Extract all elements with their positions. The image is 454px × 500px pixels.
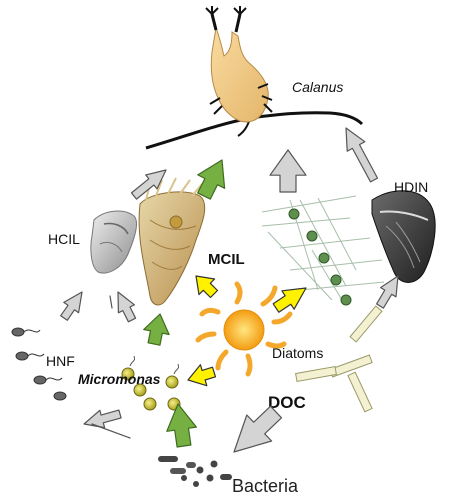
hcil-label: HCIL (48, 231, 80, 247)
arrow-micromonas-to-hcil (117, 291, 137, 323)
arrow-bacteria-to-hnf (91, 423, 131, 439)
calanus-copepod-icon (145, 6, 364, 150)
arrow-sun-to-mcil (195, 275, 219, 299)
bacteria-cells-icon (158, 456, 232, 487)
micromonas-cells-icon (121, 355, 181, 411)
diatoms-label: Diatoms (272, 345, 323, 361)
arrow-hnf-to-hcil-mid (109, 295, 113, 309)
mcil-ciliate-icon (138, 177, 206, 306)
arrow-doc-to-bacteria (233, 405, 283, 453)
diatom-chains-icon (261, 195, 385, 413)
arrow-hnf-to-hcil (60, 291, 83, 321)
mcil-label: MCIL (208, 251, 245, 268)
micromonas-label: Micromonas (78, 371, 161, 387)
sun-icon (195, 281, 293, 377)
calanus-label: Calanus (292, 79, 343, 95)
arrow-hdin-to-calanus (345, 127, 379, 183)
doc-label: DOC (268, 393, 306, 412)
arrow-sun-to-micromonas (187, 364, 217, 387)
bacteria-label: Bacteria (232, 476, 299, 496)
arrow-mcil-to-calanus (197, 159, 226, 200)
hcil-ciliate-icon (90, 210, 137, 274)
hdin-label: HDIN (394, 179, 428, 195)
arrow-micromonas-to-mcil (143, 313, 170, 346)
hnf-flagellates-icon (11, 327, 67, 401)
arrow-diatoms-to-calanus (269, 149, 307, 193)
arrow-diatoms-to-hdin (376, 275, 399, 309)
hnf-label: HNF (46, 353, 75, 369)
hdin-dinoflagellate-icon (371, 190, 436, 283)
arrow-bacteria-to-micromonas (166, 403, 197, 448)
arrow-micromonas-to-hnf (83, 409, 122, 429)
arrow-hcil-to-calanus (130, 169, 167, 200)
arrow-sun-to-diatoms (272, 287, 307, 313)
